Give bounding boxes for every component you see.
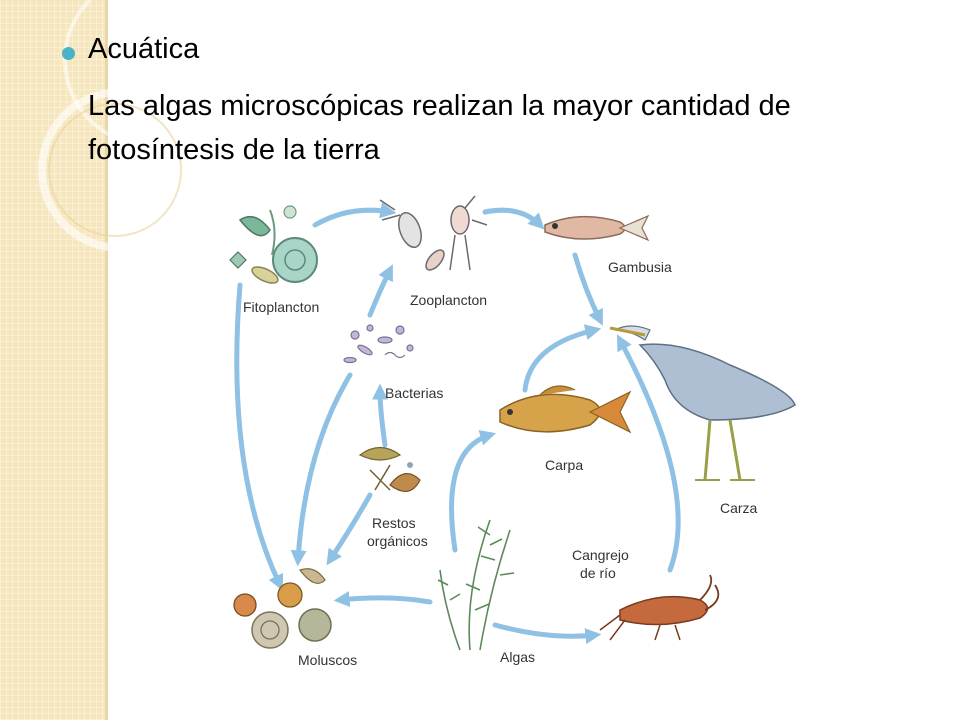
label-restos-line2: orgánicos bbox=[367, 533, 428, 549]
zooplancton-illustration bbox=[379, 195, 488, 271]
label-fitoplancton: Fitoplancton bbox=[243, 299, 319, 315]
bacterias-illustration bbox=[343, 324, 414, 364]
arrow-carpa-carza bbox=[522, 324, 602, 393]
arrow-fitoplancton-zooplancton bbox=[312, 202, 397, 228]
slide-description: Las algas microscópicas realizan la mayo… bbox=[88, 90, 791, 166]
arrow-algas-carpa bbox=[449, 430, 497, 553]
algas-illustration bbox=[437, 519, 515, 651]
label-restos-line1: Restos bbox=[372, 515, 416, 531]
cangrejo-illustration bbox=[599, 574, 720, 641]
arrow-bacterias-moluscos bbox=[290, 372, 353, 567]
aquatic-food-web-diagram: Fitoplancton Zooplancton Gambusia Bacter… bbox=[229, 195, 796, 668]
arrow-algas-cangrejo bbox=[492, 622, 602, 645]
arrow-zooplancton-gambusia bbox=[482, 207, 545, 230]
side-band-edge bbox=[105, 0, 108, 720]
label-algas: Algas bbox=[500, 649, 535, 665]
arrow-algas-moluscos bbox=[333, 591, 433, 608]
carpa-illustration bbox=[499, 385, 632, 434]
moluscos-illustration bbox=[233, 568, 332, 649]
arrow-restos-bacterias bbox=[372, 383, 389, 448]
arrow-bacterias-zooplancton bbox=[367, 264, 393, 318]
label-carza: Carza bbox=[720, 500, 758, 516]
label-gambusia: Gambusia bbox=[608, 259, 672, 275]
fitoplancton-illustration bbox=[229, 205, 318, 284]
decorative-rings bbox=[38, 0, 200, 252]
arrow-cangrejo-carza bbox=[616, 334, 681, 573]
carza-illustration bbox=[609, 325, 796, 481]
label-cangrejo-line1: Cangrejo bbox=[572, 547, 629, 563]
arrow-restos-moluscos bbox=[326, 492, 373, 566]
bullet-dot bbox=[62, 47, 75, 60]
label-moluscos: Moluscos bbox=[298, 652, 357, 668]
bullet-title: Acuática bbox=[88, 33, 200, 65]
gambusia-illustration bbox=[544, 214, 650, 242]
label-bacterias: Bacterias bbox=[385, 385, 443, 401]
label-cangrejo-line2: de río bbox=[580, 565, 616, 581]
arrow-gambusia-carza bbox=[572, 252, 603, 326]
restos-organicos-illustration bbox=[358, 446, 421, 492]
arrow-fitoplancton-moluscos bbox=[234, 282, 284, 591]
label-carpa: Carpa bbox=[545, 457, 583, 473]
label-zooplancton: Zooplancton bbox=[410, 292, 487, 308]
